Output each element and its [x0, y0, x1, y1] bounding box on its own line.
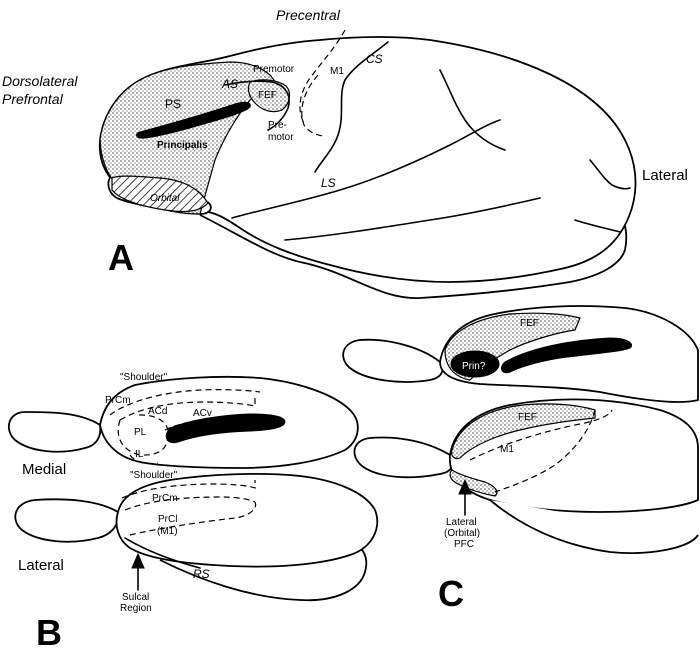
panel-b-prcm-lower-label: PrCm [152, 493, 178, 504]
panel-b-shoulder-lower-label: "Shoulder" [130, 470, 178, 481]
panel-b-shoulder-upper-label: "Shoulder" [120, 372, 168, 383]
panel-c-m1-label: M1 [500, 444, 514, 455]
panel-a-m1-label: M1 [330, 66, 344, 77]
panel-a-region-title-line1: Dorsolateral [2, 73, 78, 89]
panel-b-pl-label: PL [134, 427, 147, 438]
panel-b-sulcal-arrow-head [132, 554, 144, 568]
panel-b-letter: B [36, 612, 62, 652]
panel-c-lower-olfactory [354, 438, 452, 478]
panel-c-fef-lower-label: FEF [518, 412, 537, 423]
panel-b-sulcal-line1: Sulcal [122, 592, 149, 603]
panel-b-lateral-label: Lateral [18, 557, 64, 574]
panel-c-lateral-line1: Lateral [446, 517, 477, 528]
panel-a-as-label: AS [221, 77, 238, 91]
panel-a-fef-label: FEF [258, 90, 277, 101]
panel-a-premotor-lower-line2: motor [268, 132, 294, 143]
panel-b-acd-label: ACd [148, 406, 167, 417]
panel-b-medial-label: Medial [22, 461, 66, 478]
panel-b-lateral-olfactory-bulb [15, 499, 118, 541]
panel-c-upper-olfactory [343, 340, 442, 382]
panel-c-letter: C [438, 573, 464, 614]
panel-a-letter: A [108, 237, 134, 278]
panel-b-rs-label: RS [193, 567, 210, 581]
panel-a-principalis-label: Principalis [157, 140, 208, 151]
panel-b-acv-label: ACv [193, 408, 212, 419]
panel-b-sulcal-line2: Region [120, 603, 152, 614]
panel-b-prcl-label: PrCl [158, 514, 177, 525]
panel-b-medial-olfactory-bulb [9, 412, 100, 452]
panel-c-lateral-line3: PFC [454, 539, 474, 550]
panel-b-m1-label: (M1) [157, 526, 178, 537]
panel-a-view-label: Lateral [642, 167, 688, 184]
panel-a-premotor-label: Premotor [253, 64, 295, 75]
panel-c-prin-label: Prin? [462, 361, 486, 372]
panel-c-lateral-line2: (Orbital) [444, 528, 480, 539]
panel-a-premotor-lower-line1: Pre- [268, 120, 287, 131]
panel-b: "Shoulder" PrCm ACd PL ACv IL Medial "Sh… [9, 372, 377, 652]
panel-b-prcm-upper-label: PrCm [105, 395, 131, 406]
panel-a-orbital-label: Orbital [150, 193, 180, 204]
panel-a-region-title-line2: Prefrontal [2, 91, 64, 107]
panel-a-cs-label: CS [366, 52, 383, 66]
panel-a-ps-label: PS [165, 97, 181, 111]
panel-a-ls-label: LS [321, 176, 336, 190]
panel-c-fef-upper-label: FEF [520, 318, 539, 329]
panel-c: FEF Prin? FEF M1 Lateral (Orbital) PFC C [343, 306, 698, 614]
panel-b-il-label: IL [135, 449, 144, 460]
panel-a: Dorsolateral Prefrontal Precentral PS Pr… [2, 7, 688, 298]
panel-a-precentral-label: Precentral [276, 7, 341, 23]
